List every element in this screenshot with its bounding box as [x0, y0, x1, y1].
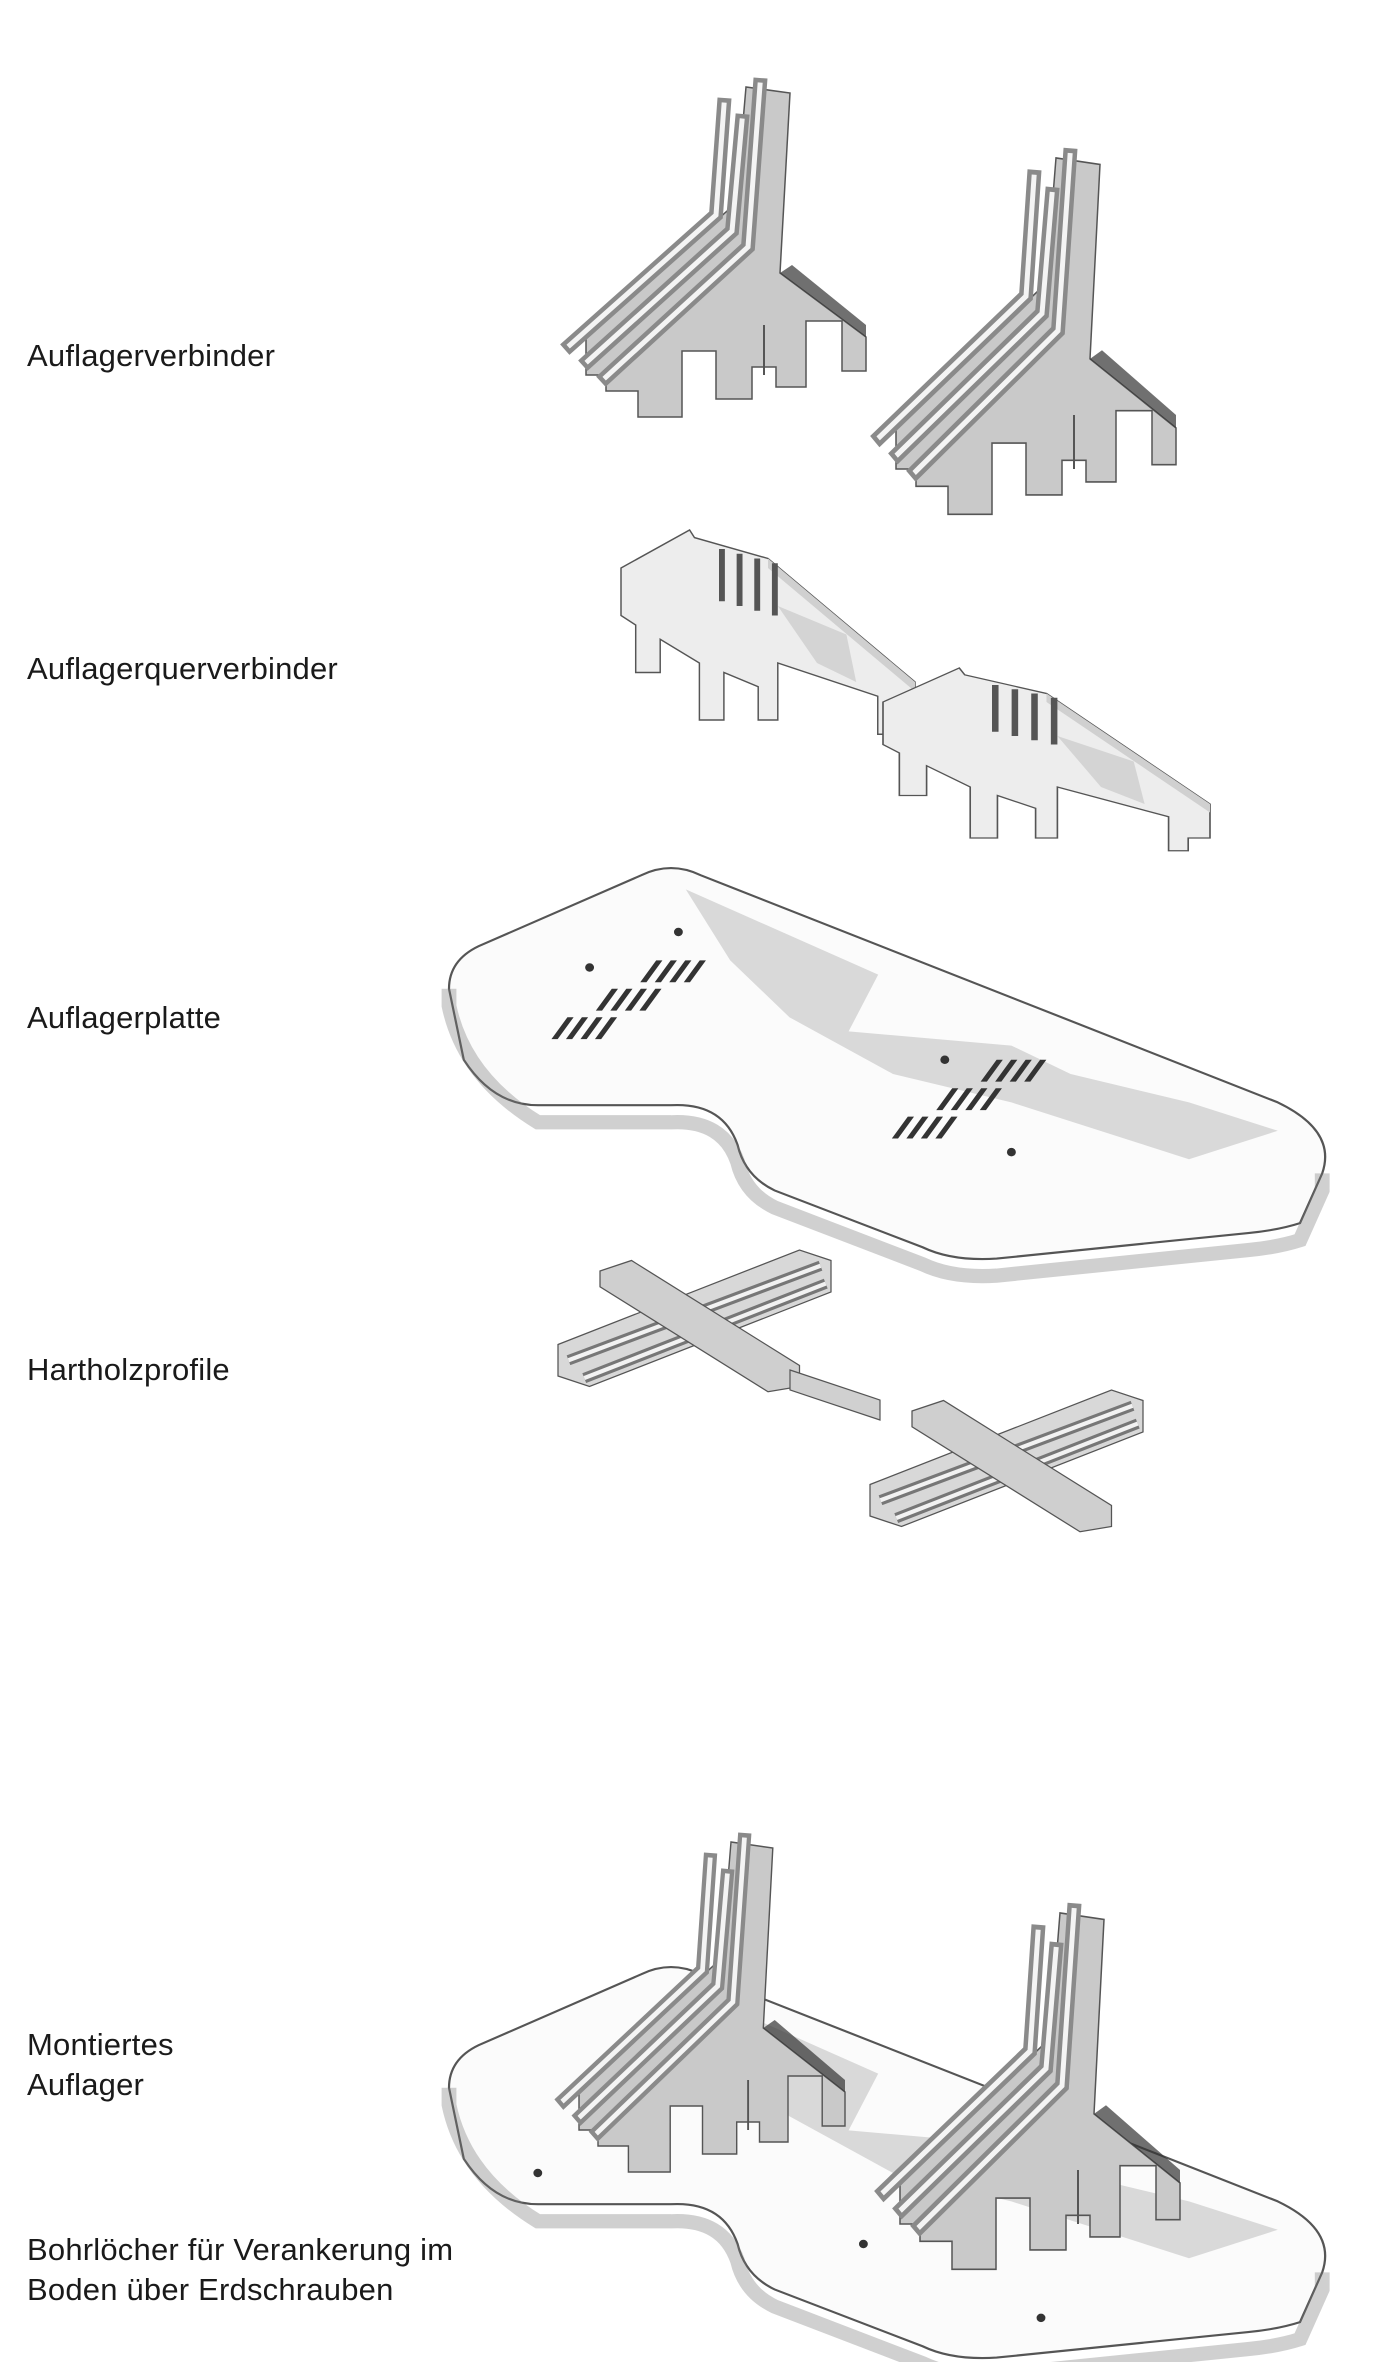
connector-piece-right [880, 156, 1176, 515]
label-drill-holes-line2: Boden über Erdschrauben [27, 2272, 394, 2307]
cross-connector-left [620, 529, 916, 735]
hardwood-profile-cross-right [870, 1390, 1143, 1532]
connector-piece-left [570, 85, 866, 417]
label-hardwood-profiles: Hartholzprofile [27, 1352, 230, 1387]
label-assembled-line1: Montiertes [27, 2027, 174, 2062]
label-connector: Auflagerverbinder [27, 338, 276, 373]
cross-connector-right [882, 667, 1211, 852]
label-assembled-line2: Auflager [27, 2067, 145, 2102]
label-drill-holes-line1: Bohrlöcher für Verankerung im [27, 2232, 454, 2267]
label-cross-connector: Auflagerquerverbinder [27, 651, 338, 686]
hardwood-profile-link [789, 1369, 881, 1421]
assembled-support [449, 1840, 1325, 2362]
plate-holes [585, 927, 1016, 1157]
label-base-plate: Auflagerplatte [27, 1000, 222, 1035]
base-plate [449, 868, 1325, 1276]
